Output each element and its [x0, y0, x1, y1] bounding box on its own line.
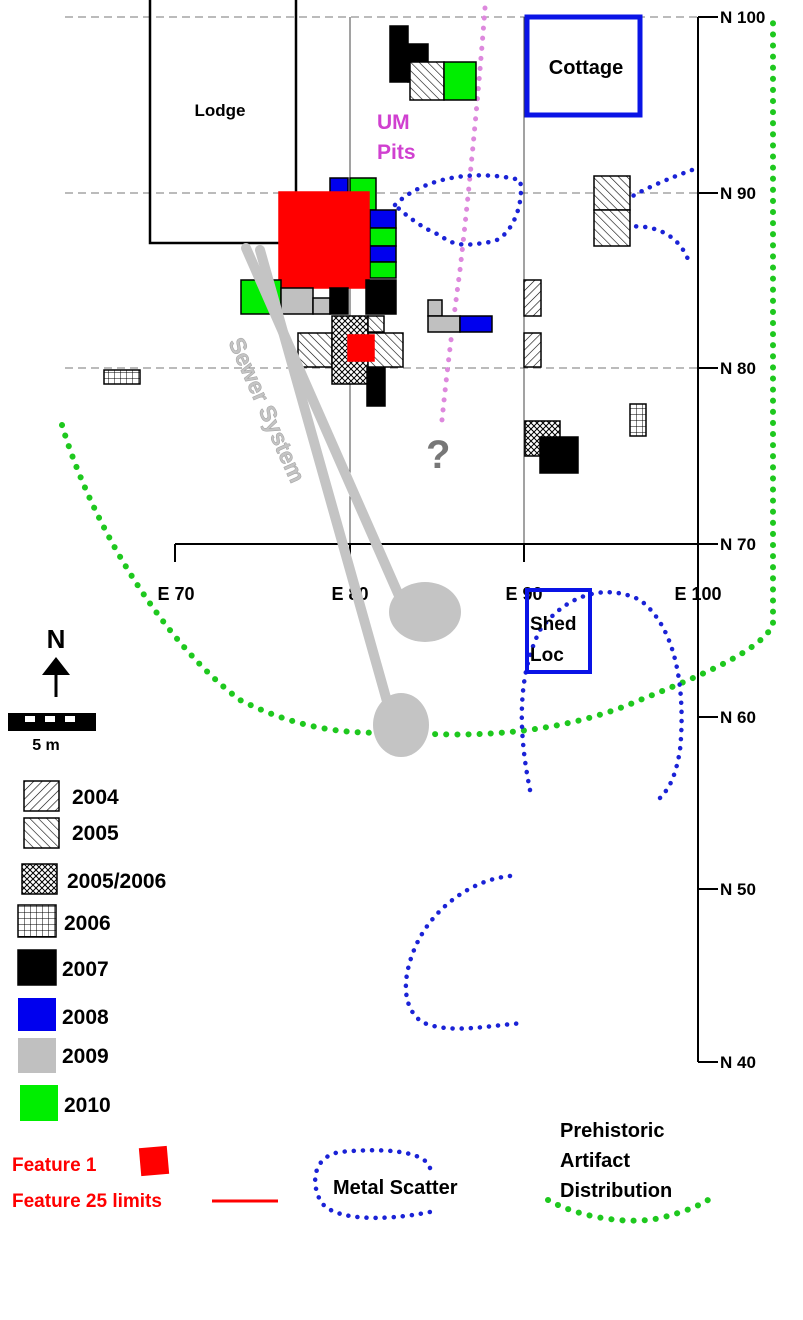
legend-swatch-2007 [17, 949, 57, 986]
legend [17, 780, 60, 1121]
northing-axis [697, 16, 718, 1063]
legend-label-2005: 2005 [72, 822, 119, 845]
northing-label-70: N 70 [720, 535, 756, 554]
shed-label-line1: Shed [530, 614, 576, 635]
um-pits-label-line2: Pits [377, 141, 416, 164]
scale-bar: 5 m [8, 713, 96, 754]
easting-label-100: E 100 [674, 584, 721, 604]
legend-prehistoric-symbol [545, 1197, 711, 1224]
northing-label-80: N 80 [720, 359, 756, 378]
legend-label-2004: 2004 [72, 786, 119, 809]
legend-label-2006: 2006 [64, 912, 111, 935]
legend-feature1-label: Feature 1 [12, 1155, 97, 1176]
shed-label-line2: Loc [530, 645, 564, 666]
legend-label-2008: 2008 [62, 1006, 109, 1029]
cottage: Cottage [524, 14, 643, 118]
legend-metal-scatter-symbol [312, 1148, 433, 1221]
easting-axis [174, 543, 699, 562]
legend-feature25-label: Feature 25 limits [12, 1191, 162, 1212]
northing-label-40: N 40 [720, 1053, 756, 1072]
legend-metal-scatter-label: Metal Scatter [333, 1177, 458, 1199]
legend-swatch-2009 [18, 1038, 56, 1073]
legend-prehistoric-line2: Artifact [560, 1150, 630, 1172]
scale-bar-label: 5 m [32, 737, 60, 754]
north-label: N [47, 624, 66, 654]
legend-label-2005-2006: 2005/2006 [67, 870, 166, 893]
sewer-tank-lower [373, 693, 429, 757]
legend-swatch-2004 [23, 780, 60, 812]
legend-swatch-2010 [20, 1085, 58, 1121]
um-pits-label-line1: UM [377, 111, 410, 134]
northing-label-90: N 90 [720, 184, 756, 203]
legend-label-2007: 2007 [62, 958, 109, 981]
excavation-units [103, 25, 647, 474]
legend-label-2009: 2009 [62, 1045, 109, 1068]
legend-swatch-2008 [18, 998, 56, 1031]
legend-label-2010: 2010 [64, 1094, 111, 1117]
sewer-system [241, 243, 405, 717]
legend-prehistoric-line3: Distribution [560, 1180, 672, 1202]
sewer-tank-upper [389, 582, 461, 642]
shed-location: Shed Loc [525, 588, 592, 674]
northing-label-100: N 100 [720, 8, 765, 27]
um-pits-line [439, 5, 488, 423]
north-arrow-icon: N [42, 624, 70, 697]
easting-label-90: E 90 [505, 584, 542, 604]
cottage-label: Cottage [549, 57, 623, 79]
unknown-mark: ? [426, 433, 450, 477]
northing-label-60: N 60 [720, 708, 756, 727]
legend-prehistoric-line1: Prehistoric [560, 1120, 664, 1142]
legend-swatch-2005 [23, 817, 60, 849]
legend-swatch-2005-2006 [21, 863, 58, 895]
legend-feature1-swatch [138, 1145, 170, 1177]
easting-label-70: E 70 [157, 584, 194, 604]
lodge-label: Lodge [195, 101, 246, 120]
lodge: Lodge [148, 0, 298, 245]
northing-label-50: N 50 [720, 880, 756, 899]
legend-swatch-2006 [17, 904, 57, 938]
